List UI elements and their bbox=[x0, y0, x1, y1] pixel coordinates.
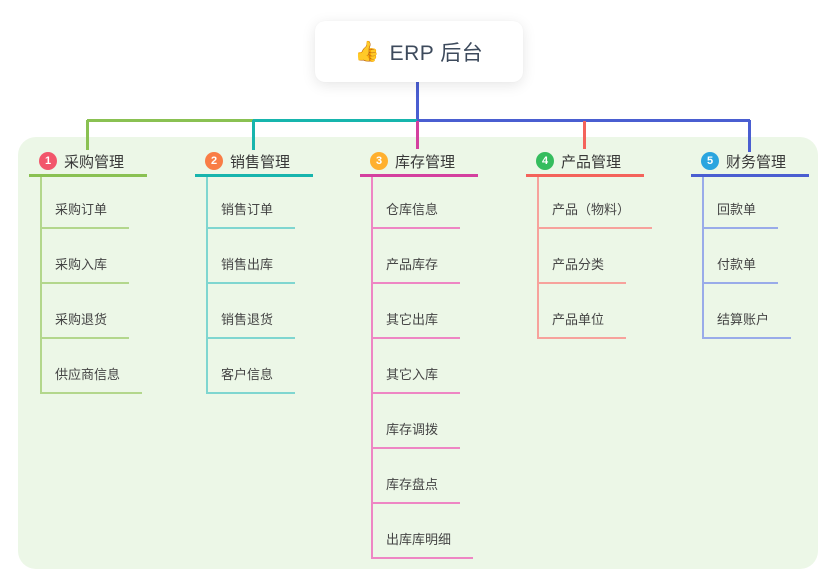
branch-drop-line-inventory bbox=[416, 121, 419, 149]
branch-drop-line-product bbox=[583, 121, 586, 149]
branch-header-sales[interactable]: 2 销售管理 bbox=[195, 148, 313, 177]
branch-number-badge: 2 bbox=[205, 152, 223, 170]
branch-drop-line-sales bbox=[252, 120, 255, 150]
child-node[interactable]: 出库库明细 bbox=[371, 530, 474, 559]
child-spine-line bbox=[371, 177, 373, 559]
bus-segment-sales bbox=[253, 119, 418, 122]
branch-header-finance[interactable]: 5 财务管理 bbox=[691, 148, 809, 177]
child-node[interactable]: 客户信息 bbox=[206, 365, 296, 394]
branch-label: 库存管理 bbox=[395, 153, 456, 171]
root-connector-line bbox=[416, 82, 419, 120]
child-node[interactable]: 采购订单 bbox=[40, 200, 130, 229]
branch-drop-line-finance bbox=[748, 120, 751, 152]
branch-sales: 2 销售管理 销售订单 销售出库 销售退货 客户信息 bbox=[195, 148, 355, 394]
branch-number-badge: 3 bbox=[370, 152, 388, 170]
child-node[interactable]: 产品（物料） bbox=[537, 200, 653, 229]
child-node[interactable]: 仓库信息 bbox=[371, 200, 461, 229]
bus-segment-purchase bbox=[87, 119, 254, 122]
root-node-title: ERP 后台 bbox=[389, 41, 484, 65]
branch-number-badge: 5 bbox=[701, 152, 719, 170]
branch-number-badge: 4 bbox=[536, 152, 554, 170]
child-spine-line bbox=[40, 177, 42, 394]
branch-product: 4 产品管理 产品（物料） 产品分类 产品单位 bbox=[526, 148, 686, 339]
child-spine-line bbox=[206, 177, 208, 394]
child-node[interactable]: 产品库存 bbox=[371, 255, 461, 284]
bus-segment-finance bbox=[417, 119, 750, 122]
child-node[interactable]: 其它出库 bbox=[371, 310, 461, 339]
branch-drop-line-purchase bbox=[86, 120, 89, 150]
child-node[interactable]: 销售出库 bbox=[206, 255, 296, 284]
branch-header-product[interactable]: 4 产品管理 bbox=[526, 148, 644, 177]
child-node[interactable]: 结算账户 bbox=[702, 310, 792, 339]
child-node[interactable]: 库存调拨 bbox=[371, 420, 461, 449]
child-node[interactable]: 销售订单 bbox=[206, 200, 296, 229]
branch-label: 销售管理 bbox=[230, 153, 291, 171]
branch-label: 产品管理 bbox=[561, 153, 622, 171]
child-node[interactable]: 其它入库 bbox=[371, 365, 461, 394]
branch-label: 采购管理 bbox=[64, 153, 125, 171]
mindmap-background-panel bbox=[18, 137, 818, 569]
child-node[interactable]: 供应商信息 bbox=[40, 365, 143, 394]
branch-header-inventory[interactable]: 3 库存管理 bbox=[360, 148, 478, 177]
branch-number-badge: 1 bbox=[39, 152, 57, 170]
child-node[interactable]: 采购入库 bbox=[40, 255, 130, 284]
branch-finance: 5 财务管理 回款单 付款单 结算账户 bbox=[691, 148, 839, 339]
child-node[interactable]: 库存盘点 bbox=[371, 475, 461, 504]
root-node[interactable]: 👍 ERP 后台 bbox=[315, 21, 523, 82]
child-node[interactable]: 产品分类 bbox=[537, 255, 627, 284]
child-node[interactable]: 产品单位 bbox=[537, 310, 627, 339]
child-spine-line bbox=[537, 177, 539, 339]
child-spine-line bbox=[702, 177, 704, 339]
branch-purchase: 1 采购管理 采购订单 采购入库 采购退货 供应商信息 bbox=[29, 148, 189, 394]
thumbs-up-icon: 👍 bbox=[354, 40, 380, 63]
branch-header-purchase[interactable]: 1 采购管理 bbox=[29, 148, 147, 177]
branch-label: 财务管理 bbox=[726, 153, 787, 171]
branch-inventory: 3 库存管理 仓库信息 产品库存 其它出库 其它入库 库存调拨 库存盘点 出库库… bbox=[360, 148, 520, 559]
child-node[interactable]: 付款单 bbox=[702, 255, 779, 284]
child-node[interactable]: 销售退货 bbox=[206, 310, 296, 339]
child-node[interactable]: 回款单 bbox=[702, 200, 779, 229]
child-node[interactable]: 采购退货 bbox=[40, 310, 130, 339]
